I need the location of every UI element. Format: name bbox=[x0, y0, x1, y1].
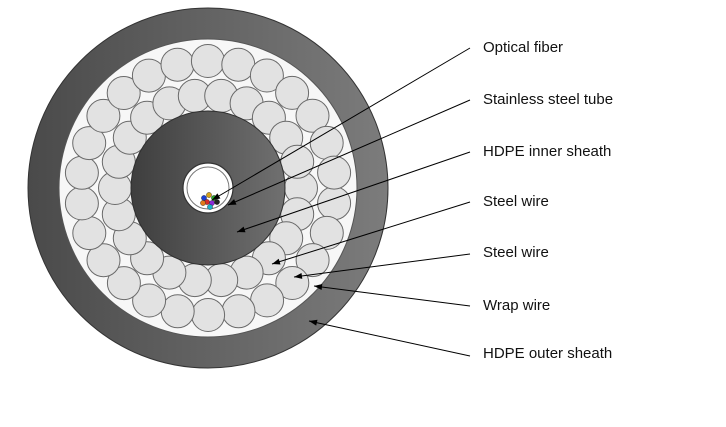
steel-wire bbox=[295, 98, 330, 133]
steel-wire bbox=[86, 243, 121, 278]
steel-wire bbox=[106, 266, 141, 301]
leader-line bbox=[271, 201, 471, 265]
label-optical-fiber: Optical fiber bbox=[483, 39, 564, 56]
optical-fiber bbox=[214, 199, 220, 205]
leader-line bbox=[227, 99, 471, 206]
arrowhead bbox=[212, 193, 221, 200]
steel-wire bbox=[106, 76, 141, 110]
optical-fiber bbox=[207, 204, 213, 210]
label-wrap-wire: Wrap wire bbox=[483, 297, 551, 314]
label-stainless-steel-tube: Stainless steel tube bbox=[483, 91, 614, 108]
label-steel-wire-inner: Steel wire bbox=[483, 193, 549, 210]
optical-fiber bbox=[200, 200, 206, 206]
leader-lines bbox=[211, 47, 471, 357]
steel-wire bbox=[309, 125, 344, 160]
steel-wire bbox=[249, 58, 284, 93]
label-hdpe-inner-sheath: HDPE inner sheath bbox=[483, 143, 612, 160]
leader-line bbox=[308, 320, 471, 357]
steel-wire bbox=[317, 186, 352, 221]
steel-wire bbox=[86, 98, 121, 133]
arrowhead bbox=[294, 273, 303, 279]
steel-wire bbox=[160, 47, 195, 82]
arrowhead bbox=[228, 199, 237, 205]
steel-wire bbox=[221, 47, 256, 82]
optical-fiber bbox=[206, 192, 212, 198]
steel-wire bbox=[190, 44, 225, 78]
steel-wire bbox=[64, 186, 99, 221]
arrowhead bbox=[309, 319, 318, 326]
steel-wire bbox=[131, 58, 166, 93]
steel-wire bbox=[132, 283, 167, 318]
leader-line bbox=[293, 253, 471, 278]
steel-wire bbox=[191, 298, 226, 332]
leader-line bbox=[313, 285, 471, 307]
optical-fiber-bundle bbox=[200, 192, 220, 210]
leader-line bbox=[211, 47, 471, 201]
steel-wire bbox=[160, 294, 195, 329]
steel-wire-armor bbox=[64, 44, 352, 332]
leader-line bbox=[236, 151, 471, 233]
steel-wire bbox=[295, 243, 330, 278]
steel-wire bbox=[250, 283, 285, 318]
arrowhead bbox=[314, 284, 323, 290]
steel-wire bbox=[275, 75, 310, 110]
label-steel-wire-outer: Steel wire bbox=[483, 244, 549, 261]
steel-wire bbox=[72, 216, 107, 251]
steel-wire bbox=[72, 126, 107, 161]
steel-wire bbox=[64, 155, 99, 190]
arrowhead bbox=[272, 258, 281, 265]
steel-wire bbox=[309, 215, 344, 250]
steel-wire bbox=[317, 155, 352, 190]
label-hdpe-outer-sheath: HDPE outer sheath bbox=[483, 345, 613, 362]
arrowhead bbox=[237, 226, 246, 233]
steel-wire bbox=[221, 294, 256, 329]
